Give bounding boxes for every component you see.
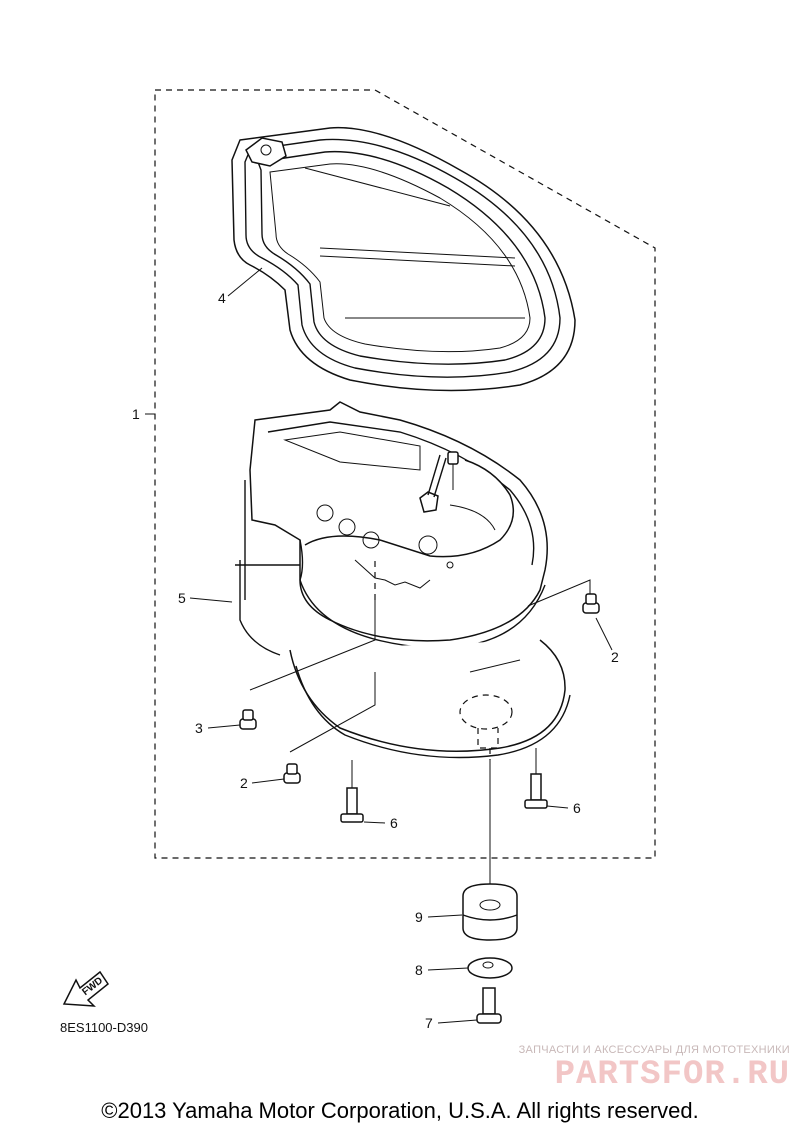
part-6-screw-right[interactable] (524, 773, 548, 809)
drawing-code: 8ES1100-D390 (60, 1020, 148, 1035)
part-2-grommet-left[interactable] (283, 763, 301, 784)
callout-8: 8 (415, 962, 423, 978)
part-2-grommet-right[interactable] (582, 593, 600, 614)
callout-3: 3 (195, 720, 203, 736)
part-9-damper[interactable] (462, 883, 518, 941)
copyright-footer: ©2013 Yamaha Motor Corporation, U.S.A. A… (101, 1098, 699, 1123)
watermark-tagline: ЗАПЧАСТИ И АКСЕССУАРЫ ДЛЯ МОТОТЕХНИКИ (518, 1044, 790, 1056)
callout-leaders (145, 267, 613, 1024)
callout-4: 4 (218, 290, 226, 306)
callout-6-left: 6 (390, 815, 398, 831)
callout-1: 1 (132, 406, 140, 422)
part-5-meter-assembly[interactable] (235, 401, 548, 656)
part-4-meter-cover[interactable] (231, 126, 576, 392)
fwd-arrow-icon: FWD (62, 970, 110, 1007)
part-3-grommet[interactable] (239, 709, 257, 730)
callout-7: 7 (425, 1015, 433, 1031)
callout-2-left: 2 (240, 775, 248, 791)
callout-6-right: 6 (573, 800, 581, 816)
callout-9: 9 (415, 909, 423, 925)
callout-2-right: 2 (611, 649, 619, 665)
part-8-washer[interactable] (467, 957, 513, 979)
part-7-bolt[interactable] (476, 987, 502, 1024)
meter-lower-case[interactable] (289, 639, 571, 759)
part-6-screw-left[interactable] (340, 787, 364, 823)
watermark-brand: PARTSFOR.RU (554, 1056, 790, 1094)
callout-5: 5 (178, 590, 186, 606)
